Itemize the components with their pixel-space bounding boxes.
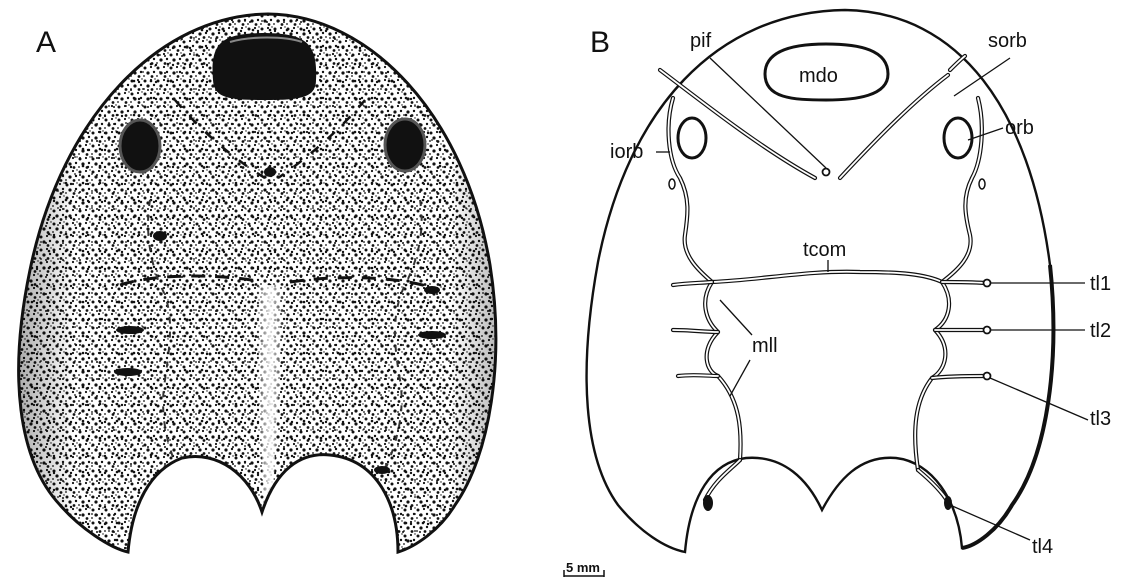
- label-mll: mll: [752, 335, 778, 357]
- label-pif: pif: [690, 30, 712, 52]
- orbit-right: [944, 118, 972, 158]
- label-mdo: mdo: [799, 65, 838, 87]
- panel-b-letter: B: [590, 26, 610, 59]
- label-tl4: tl4: [1032, 536, 1053, 558]
- orbit-left: [678, 118, 706, 158]
- label-sorb: sorb: [988, 30, 1027, 52]
- scale-bar: 5 mm: [564, 560, 604, 577]
- panel-a-drawing: [0, 0, 520, 583]
- label-tl3: tl3: [1090, 408, 1111, 430]
- panel-a-letter: A: [36, 26, 56, 59]
- panel-b-drawing: [587, 10, 1088, 552]
- label-tcom: tcom: [803, 239, 846, 261]
- label-iorb: iorb: [610, 141, 643, 163]
- scale-bar-label: 5 mm: [566, 560, 600, 575]
- label-orb: orb: [1005, 117, 1034, 139]
- label-tl2: tl2: [1090, 320, 1111, 342]
- sensory-canals: [660, 56, 985, 502]
- label-tl1: tl1: [1090, 273, 1111, 295]
